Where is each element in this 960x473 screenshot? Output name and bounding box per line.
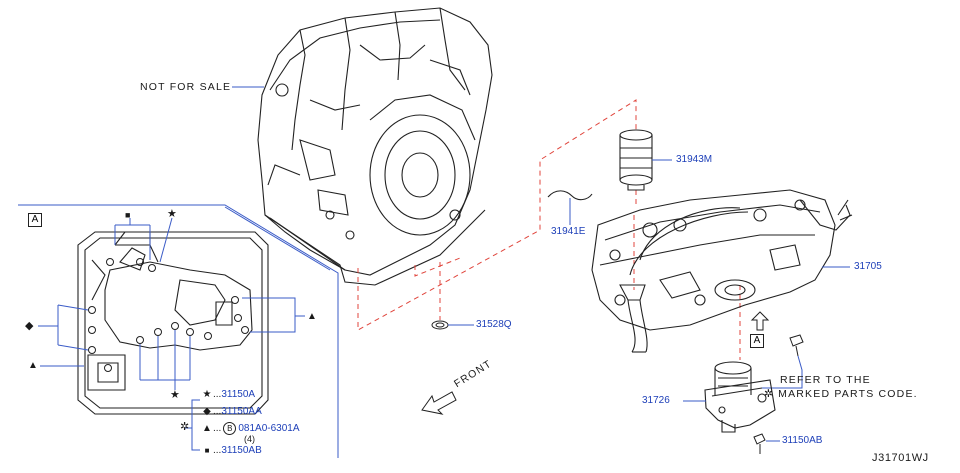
gear-mark-icon: ✲ (764, 388, 774, 400)
front-arrow-icon (421, 391, 457, 415)
washer-31528q (431, 320, 449, 330)
diagram-code: J31701WJ (872, 452, 929, 464)
diamond-icon: ◆ (203, 406, 211, 417)
legend-qty: (4) (244, 434, 255, 444)
up-arrow-icon (750, 311, 770, 331)
legend-code[interactable]: 081A0-6301A (238, 423, 300, 434)
gasket-31941e (547, 190, 593, 201)
strainer-31726 (704, 361, 776, 433)
triangle-icon: ▲ (202, 423, 212, 434)
part-label-31705[interactable]: 31705 (854, 261, 882, 272)
filter-31943m (619, 129, 653, 191)
oil-pan-bolt-holes (88, 258, 249, 372)
leader-refer (762, 355, 803, 389)
view-a-marker: A (750, 334, 764, 348)
legend-code[interactable]: 31150AB (221, 445, 262, 456)
not-for-sale-label: NOT FOR SALE (140, 81, 232, 93)
star-icon: ★ (202, 389, 212, 400)
detail-frame (18, 204, 339, 458)
legend-row-diamond: ◆...31150AA (201, 406, 262, 418)
part-label-31941e[interactable]: 31941E (551, 226, 586, 237)
transmission-case (257, 7, 493, 286)
part-label-31150ab[interactable]: 31150AB (782, 435, 823, 446)
legend-code[interactable]: 31150A (221, 389, 256, 400)
part-label-31943m[interactable]: 31943M (676, 154, 713, 165)
bolt-31150ab (753, 433, 766, 454)
star-icon: ★ (170, 389, 180, 401)
star-icon: ★ (167, 208, 177, 220)
refer-note-line1: REFER TO THE (780, 374, 871, 386)
detail-leaders (38, 217, 305, 451)
control-valve-body (591, 189, 853, 353)
square-icon: ■ (125, 210, 131, 220)
legend-row-square: ■...31150AB (201, 445, 262, 457)
detail-a-marker: A (28, 213, 42, 227)
square-icon: ■ (204, 446, 210, 455)
refer-note-line2: ✲ MARKED PARTS CODE. (764, 388, 918, 400)
refer-note-text: MARKED PARTS CODE. (778, 388, 918, 400)
diamond-icon: ◆ (25, 320, 34, 332)
triangle-icon: ▲ (307, 311, 317, 322)
bolt-mark-b: B (223, 422, 237, 435)
part-label-31726[interactable]: 31726 (642, 395, 670, 406)
valve-body-bolt (789, 334, 804, 357)
red-dashed-guides (357, 99, 741, 360)
legend-code[interactable]: 31150AA (221, 406, 262, 417)
triangle-icon: ▲ (28, 360, 38, 371)
detail-frame-inner (224, 206, 331, 271)
gear-mark-icon: ✲ (180, 421, 190, 433)
legend-row-star: ★...31150A (202, 389, 256, 400)
part-label-31528q[interactable]: 31528Q (476, 319, 512, 330)
